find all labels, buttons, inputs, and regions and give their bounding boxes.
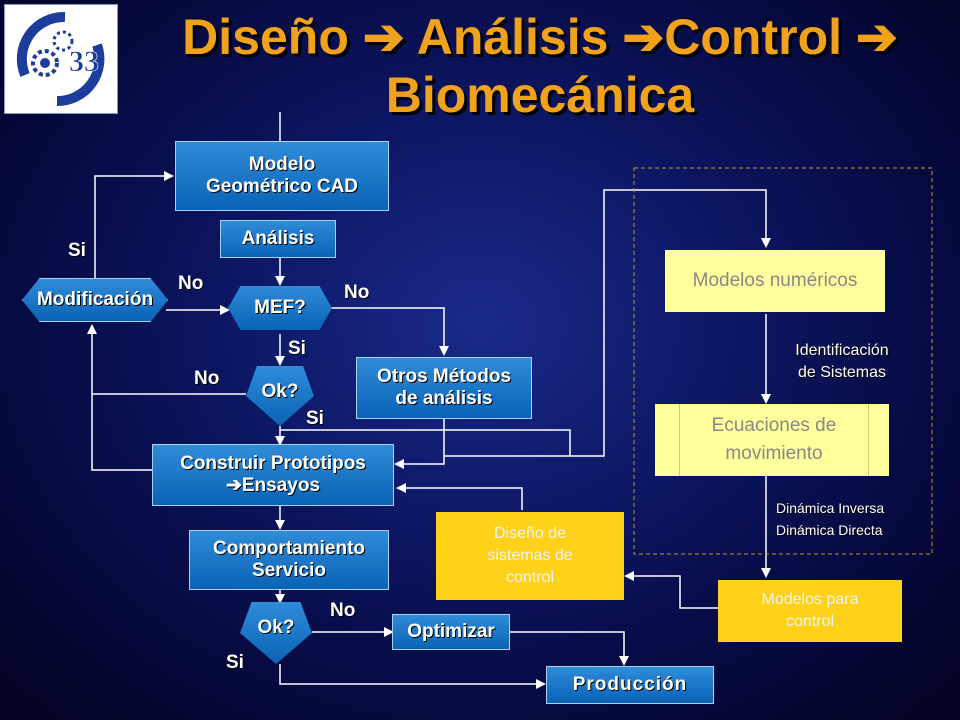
svg-text:33: 33	[69, 45, 99, 78]
title-line-2: Biomecánica	[385, 67, 695, 123]
label-si-ok1: Si	[306, 408, 324, 429]
ok-decision-2-label: Ok?	[257, 617, 295, 638]
arrow-right-icon: ➔	[855, 9, 898, 65]
label-no-mef: No	[344, 282, 370, 303]
label-no-ok1: No	[194, 368, 220, 389]
production-box: Producción	[546, 666, 714, 704]
label-no-modification: No	[178, 273, 204, 294]
prototypes-line-2: ➔Ensayos	[226, 475, 320, 497]
label-inverse-dynamics: Dinámica Inversa	[776, 500, 885, 516]
other-methods-box: Otros Métodos de análisis	[356, 357, 532, 419]
gear-logo-icon: 33	[16, 11, 105, 107]
slide-title: Diseño ➔ Análisis ➔Control ➔ Biomecánica	[120, 8, 960, 124]
ok-decision-1-label: Ok?	[261, 381, 299, 402]
prototypes-line-1: Construir Prototipos	[180, 453, 366, 474]
label-direct-dynamics: Dinámica Directa	[776, 522, 883, 538]
arrow-right-icon: ➔	[225, 475, 242, 496]
title-line-1: Diseño ➔ Análisis ➔Control ➔	[120, 8, 960, 66]
title-text-1: Diseño ➔ Análisis ➔Control ➔	[182, 9, 898, 65]
label-si-modification: Si	[68, 240, 86, 261]
analysis-box: Análisis	[220, 220, 336, 258]
optimize-box: Optimizar	[392, 614, 510, 650]
arrow-right-icon: ➔	[622, 9, 665, 65]
arrow-right-icon: ➔	[362, 9, 405, 65]
prototypes-box: Construir Prototipos ➔Ensayos	[152, 444, 394, 506]
cad-model-box: Modelo Geométrico CAD	[175, 141, 389, 211]
mef-decision: MEF?	[228, 286, 332, 330]
label-si-ok2: Si	[226, 652, 244, 673]
label-no-ok2: No	[330, 600, 356, 621]
label-si-mef: Si	[288, 338, 306, 359]
label-system-identification: Identificación de Sistemas	[795, 342, 889, 381]
motion-equations-box: Ecuaciones de movimiento	[655, 404, 889, 476]
service-behaviour-box: Comportamiento Servicio	[189, 530, 389, 590]
control-models-box: Modelos para control	[718, 580, 902, 642]
control-design-box: Diseño de sistemas de control	[436, 512, 624, 600]
institution-logo: 33	[4, 4, 118, 114]
modification-box: Modificación	[22, 278, 168, 322]
numeric-models-box: Modelos numéricos	[665, 250, 885, 312]
prototypes-line-2-text: Ensayos	[241, 475, 321, 496]
